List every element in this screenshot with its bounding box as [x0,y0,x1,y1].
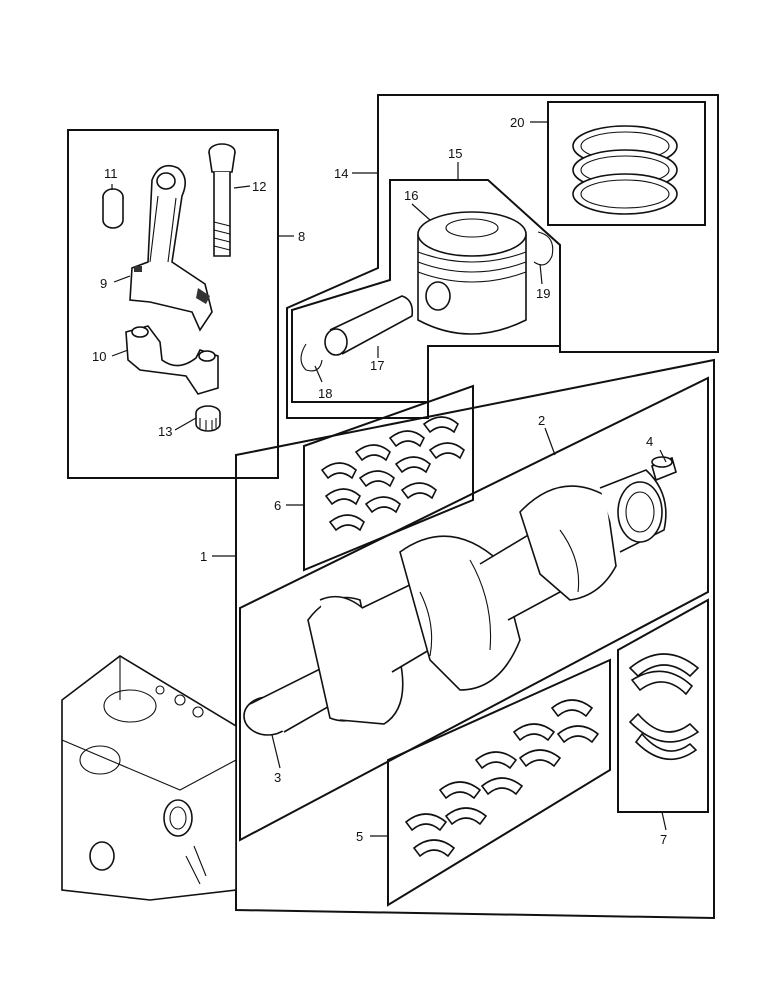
callout-9: 9 [100,276,107,291]
connecting-rod-group-frame [67,129,279,479]
callout-12: 12 [252,179,266,194]
connecting-rod-bush [102,188,124,229]
piston-frame [291,179,561,403]
leader-lines [111,121,667,837]
connecting-rod-nut [195,405,221,432]
callout-8: 8 [298,229,305,244]
callout-18: 18 [318,386,332,401]
upper-main-bearings [320,416,465,532]
connecting-rod-bolt [208,143,236,257]
callout-16: 16 [404,188,418,203]
connecting-rod-cap [125,325,219,395]
callout-11: 11 [104,166,118,181]
piston-circlip-left [300,343,323,372]
thrust-washers [628,653,700,761]
callout-14: 14 [334,166,348,181]
callout-4: 4 [646,434,653,449]
piston [417,211,527,335]
callout-20: 20 [510,115,524,130]
crankshaft-frame [239,376,709,842]
upper-bearings-frame [303,384,474,572]
thrust-washers-frame [617,598,709,813]
lower-bearings-frame [387,658,611,907]
callout-19: 19 [536,286,550,301]
callout-10: 10 [92,349,106,364]
piston-pin [324,295,414,356]
callout-15: 15 [448,146,462,161]
lower-main-bearings [404,699,600,858]
callout-6: 6 [274,498,281,513]
crankshaft-dowel [651,456,677,482]
callout-1: 1 [200,549,207,564]
crankshaft [243,469,667,736]
cylinder-block [61,655,237,901]
callout-3: 3 [274,770,281,785]
connecting-rod [129,164,213,332]
callout-13: 13 [158,424,172,439]
callout-7: 7 [660,832,667,847]
piston-rings [572,125,678,215]
piston-rings-frame [547,101,706,226]
callout-5: 5 [356,829,363,844]
callout-17: 17 [370,358,384,373]
callout-2: 2 [538,413,545,428]
